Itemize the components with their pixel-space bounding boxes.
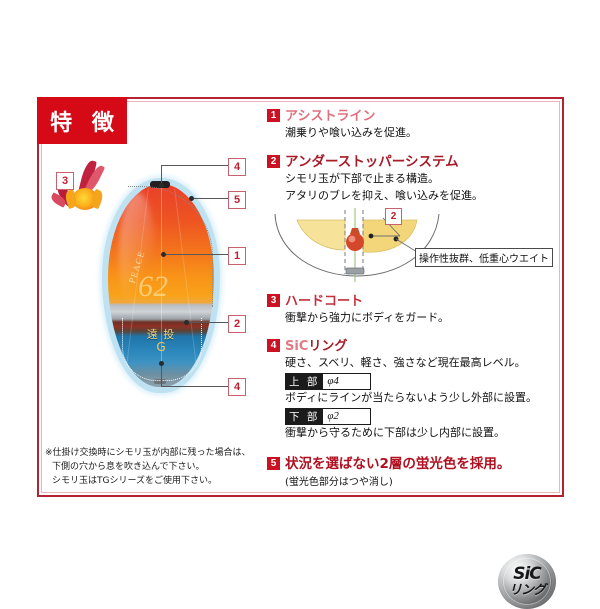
leader-line-4-top-v xyxy=(161,165,162,185)
feature-desc-2-line-2: アタリのブレを抑え、喰い込みを促進。 xyxy=(285,188,483,202)
spec-label-upper: 上 部 xyxy=(285,372,324,390)
impact-burst-icon xyxy=(49,159,122,224)
diagram-caption: 操作性抜群、低重心ウエイト xyxy=(415,247,553,267)
leader-line-4-bottom-v xyxy=(161,364,162,386)
float-kanji-label-2: G xyxy=(156,340,166,354)
under-stopper-svg xyxy=(274,207,440,282)
spec-desc-upper: ボディにラインが当たらないよう少し外部に設置。 xyxy=(285,390,538,404)
leader-line-2 xyxy=(187,322,228,323)
footnote-line-3: シモリ玉はTGシリーズをご使用下さい。 xyxy=(52,475,218,486)
under-stopper-diagram: 2 操作性抜群、低重心ウエイト xyxy=(267,206,557,284)
callout-1: 1 xyxy=(228,247,246,265)
feature-heading-1: アシストライン xyxy=(285,109,376,124)
sic-ring-badge: SiC リング xyxy=(498,553,556,609)
under-stopper-dotted-outline xyxy=(122,318,202,381)
feature-item-4: 4 SiCリング 硬さ、スベリ、軽さ、強さなど現在最高レベル。 上 部 φ4 ボデ… xyxy=(267,335,557,609)
callout-2: 2 xyxy=(228,315,246,333)
footnote-line-1: ※仕掛け交換時にシモリ玉が内部に残った場合は、 xyxy=(45,448,251,458)
leader-line-1 xyxy=(164,254,228,255)
page-title: 特 徴 xyxy=(37,97,127,144)
spec-row-lower: 下 部 φ2 xyxy=(285,407,371,425)
spec-label-lower: 下 部 xyxy=(285,407,324,425)
feature-number-5: 5 xyxy=(267,456,280,470)
leader-dot-2 xyxy=(184,320,189,325)
bottom-sic-ring xyxy=(154,379,166,384)
callout-4-bottom: 4 xyxy=(228,378,246,396)
feature-number-3: 3 xyxy=(267,293,280,307)
leader-dot-4-top xyxy=(159,183,164,188)
feature-heading-4: SiCリング xyxy=(285,339,347,354)
feature-number-2: 2 xyxy=(267,154,280,168)
spec-value-upper: φ4 xyxy=(323,372,371,390)
feature-heading-3: ハードコート xyxy=(285,293,364,309)
callout-4-top: 4 xyxy=(228,158,246,176)
feature-desc-2-line-1: シモリ玉が下部で止まる構造。 xyxy=(285,171,439,185)
float-illustration: PEACE 62 遠 投 G 3 4 5 1 2 4 xyxy=(40,150,265,440)
feature-number-1: 1 xyxy=(267,109,280,122)
feature-heading-5: 状況を選ばない2層の蛍光色を採用。 xyxy=(285,455,511,472)
feature-item-3: 3 ハードコート 衝撃から強力にボディをガード。 xyxy=(267,290,557,326)
fishing-float-graphic: PEACE 62 遠 投 G xyxy=(102,178,220,393)
feature-item-5: 5 状況を選ばない2層の蛍光色を採用。 (蛍光色部分はつや消し) xyxy=(267,452,557,488)
callout-5: 5 xyxy=(228,191,246,209)
leader-line-4-top-h xyxy=(161,165,228,166)
diagram-callout-2: 2 xyxy=(385,207,402,225)
feature-number-4: 4 xyxy=(267,338,280,352)
feature-sub-5: (蛍光色部分はつや消し) xyxy=(285,476,393,488)
feature-heading-4-light: SiC xyxy=(285,338,309,354)
feature-item-2: 2 アンダーストッパーシステム シモリ玉が下部で止まる構造。 アタリのブレを抑え、… xyxy=(267,150,557,284)
feature-heading-2: アンダーストッパーシステム xyxy=(285,153,459,170)
spec-desc-lower: 衝撃から守るために下部は少し内部に設置。 xyxy=(285,425,505,439)
leader-dot-1 xyxy=(161,252,166,257)
feature-desc-1-line-1: 潮乗りや喰い込みを促進。 xyxy=(285,126,417,139)
footnote-line-2: 下側の穴から息を吹き込んで下さい。 xyxy=(52,461,205,472)
leader-dot-4-bottom xyxy=(159,361,164,366)
sic-badge-inner-ring xyxy=(503,557,551,605)
footnote: ※仕掛け交換時にシモリ玉が内部に残った場合は、 下側の穴から息を吹き込んで下さい… xyxy=(45,447,265,489)
feature-item-1: 1 アシストライン 潮乗りや喰い込みを促進。 xyxy=(267,105,557,141)
feature-desc-3-line-1: 衝撃から強力にボディをガード。 xyxy=(285,310,450,324)
feature-heading-4-bold: リング xyxy=(308,338,348,354)
feature-list: 1 アシストライン 潮乗りや喰い込みを促進。 2 アンダーストッパーシステム シモリ… xyxy=(267,105,557,609)
spec-value-lower: φ2 xyxy=(323,407,371,425)
spec-row-upper: 上 部 φ4 xyxy=(285,372,371,390)
callout-3: 3 xyxy=(56,172,74,190)
feature-desc-4-line-1: 硬さ、スベリ、軽さ、強さなど現在最高レベル。 xyxy=(285,355,526,369)
leader-dot-5 xyxy=(189,196,194,201)
leader-line-5 xyxy=(192,198,228,199)
leader-line-4-bottom-h xyxy=(161,386,228,387)
